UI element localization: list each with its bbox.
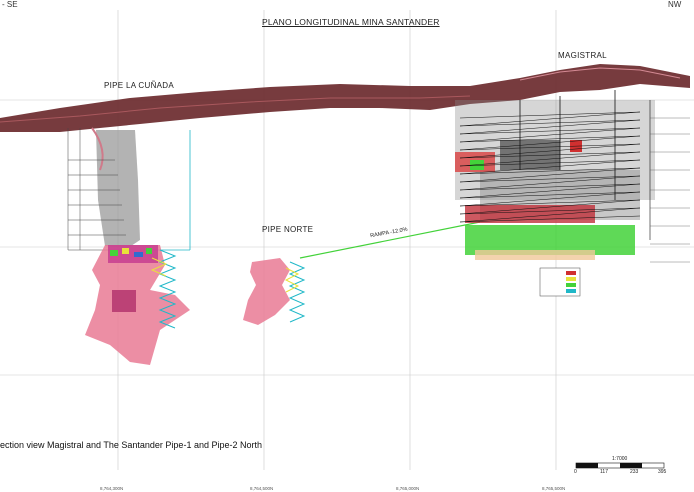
grid-coord: 8,764,500N (250, 486, 274, 491)
pipe-la-cunada-column (96, 130, 140, 248)
grid-coord: 8,765,500N (542, 486, 566, 491)
scale-tick: 0 (574, 469, 577, 475)
diagram-title: PLANO LONGITUDINAL MINA SANTANDER (262, 17, 440, 27)
pipe-norte-orebody (243, 258, 290, 325)
level-ticks (650, 117, 690, 263)
scale-tick: 117 (600, 469, 608, 475)
magistral-workings (455, 90, 655, 260)
corner-nw: NW (668, 0, 682, 9)
rampa-line (299, 221, 481, 259)
legend-box (539, 267, 581, 297)
pipe-la-cunada-orebody (85, 245, 190, 365)
scale-ratio: 1:7000 (612, 456, 628, 462)
label-magistral: MAGISTRAL (558, 51, 607, 60)
survey-lines-left (67, 128, 128, 251)
scale-tick: 395 (658, 469, 667, 475)
scale-tick: 233 (630, 469, 639, 475)
corner-se: - SE (2, 0, 18, 9)
figure-caption: ection view Magistral and The Santander … (0, 440, 262, 450)
grid-coord: 8,764,300N (100, 486, 124, 491)
scale-bar (575, 462, 665, 469)
label-pipe-la-cunada: PIPE LA CUÑADA (104, 81, 175, 90)
grid-coord: 8,765,000N (396, 486, 420, 491)
label-pipe-norte: PIPE NORTE (262, 225, 314, 234)
